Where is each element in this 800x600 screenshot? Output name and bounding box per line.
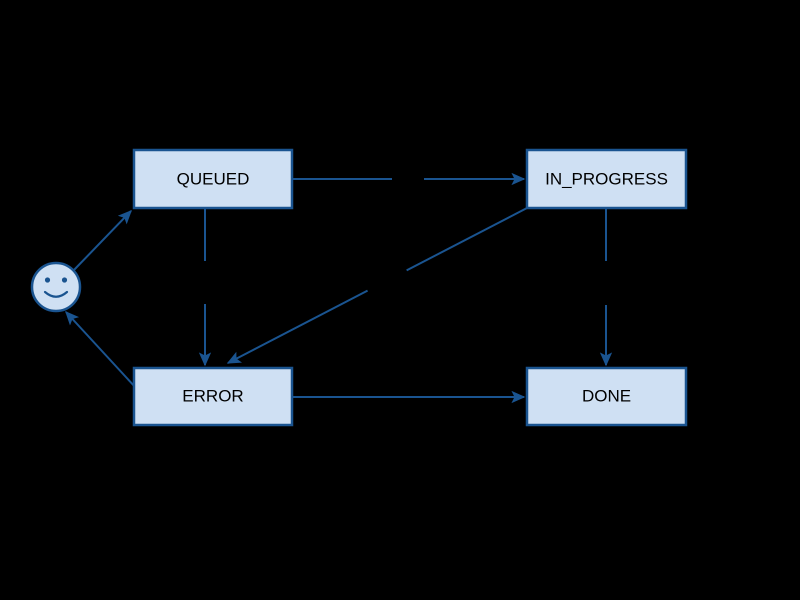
edge-error-to-start [65, 310, 137, 389]
node-queued-box [132, 148, 294, 210]
edge-inprogress-to-done-label: done [594, 277, 618, 289]
smiley-mouth-icon [43, 290, 69, 298]
edge-inprogress-to-done: done [594, 208, 619, 367]
edge-inprogress-to-error-label: fail [375, 266, 393, 283]
edge-start-to-queued-line [72, 209, 132, 272]
node-in-progress-box [525, 148, 688, 210]
node-done-label: DONE [582, 386, 631, 405]
edge-queued-to-inprogress-label: start [397, 173, 418, 185]
edge-queued-to-inprogress-label-bg [392, 172, 424, 186]
node-error[interactable]: ERROR [132, 366, 294, 427]
edge-queued-to-error-label: fail [198, 277, 212, 289]
node-queued[interactable]: QUEUED [132, 148, 294, 210]
edge-queued-to-inprogress: start [292, 172, 526, 186]
edge-start-to-queued [72, 209, 132, 272]
smiley-left-eye-icon [44, 277, 51, 283]
node-queued-label: QUEUED [177, 169, 250, 188]
edge-inprogress-to-done-label-bg [600, 261, 613, 305]
edge-inprogress-to-error: fail [226, 207, 528, 364]
edge-inprogress-to-error-label-bg [359, 255, 409, 294]
smiley-right-eye-icon [61, 277, 68, 283]
edge-queued-to-error-label-bg [199, 261, 212, 304]
start-node[interactable] [30, 261, 82, 313]
node-in-progress-label: IN_PROGRESS [545, 169, 668, 188]
node-in-progress[interactable]: IN_PROGRESS [525, 148, 688, 210]
start-node-circle [30, 261, 82, 313]
node-error-label: ERROR [182, 386, 243, 405]
node-done-box [525, 366, 688, 427]
edge-error-to-start-line [65, 310, 137, 389]
node-error-box [132, 366, 294, 427]
node-done[interactable]: DONE [525, 366, 688, 427]
edge-queued-to-error: fail [198, 208, 213, 367]
